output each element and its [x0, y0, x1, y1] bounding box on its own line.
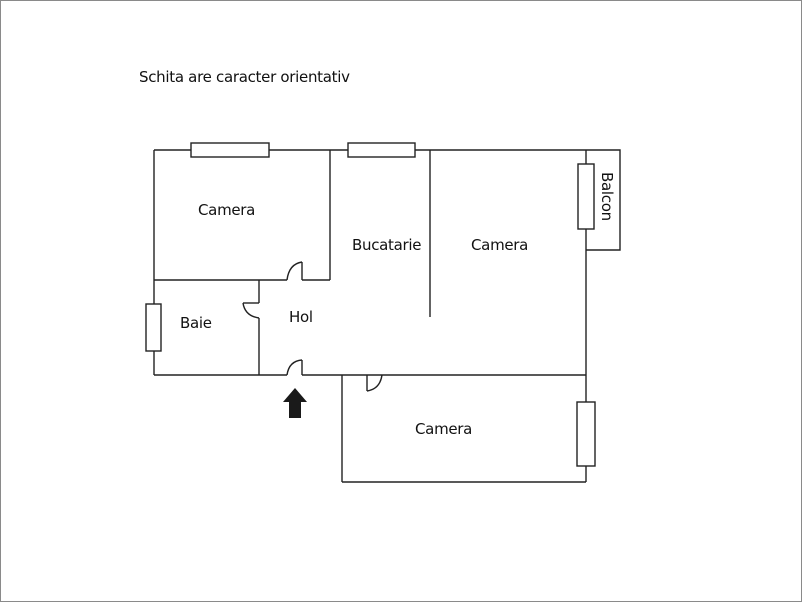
room-label-camera-1: Camera: [198, 201, 256, 219]
window-baie: [145, 303, 162, 352]
window-camera-2: [577, 163, 595, 230]
room-label-hol: Hol: [289, 308, 313, 326]
door-camera-1: [286, 261, 303, 281]
room-label-camera-2: Camera: [471, 236, 529, 254]
room-label-baie: Baie: [180, 314, 212, 332]
balcony-outline: [586, 149, 621, 251]
door-camera-3: [366, 374, 383, 392]
door-entrance: [286, 359, 303, 376]
door-baie: [242, 302, 260, 319]
window-bucatarie: [347, 142, 416, 158]
room-label-balcon: Balcon: [598, 172, 616, 221]
window-camera-3: [576, 401, 596, 467]
arrow-up-icon: [283, 388, 307, 418]
room-label-camera-3: Camera: [415, 420, 473, 438]
orientative-note: Schita are caracter orientativ: [139, 68, 350, 86]
room-label-bucatarie: Bucatarie: [352, 236, 422, 254]
window-camera-1: [190, 142, 270, 158]
